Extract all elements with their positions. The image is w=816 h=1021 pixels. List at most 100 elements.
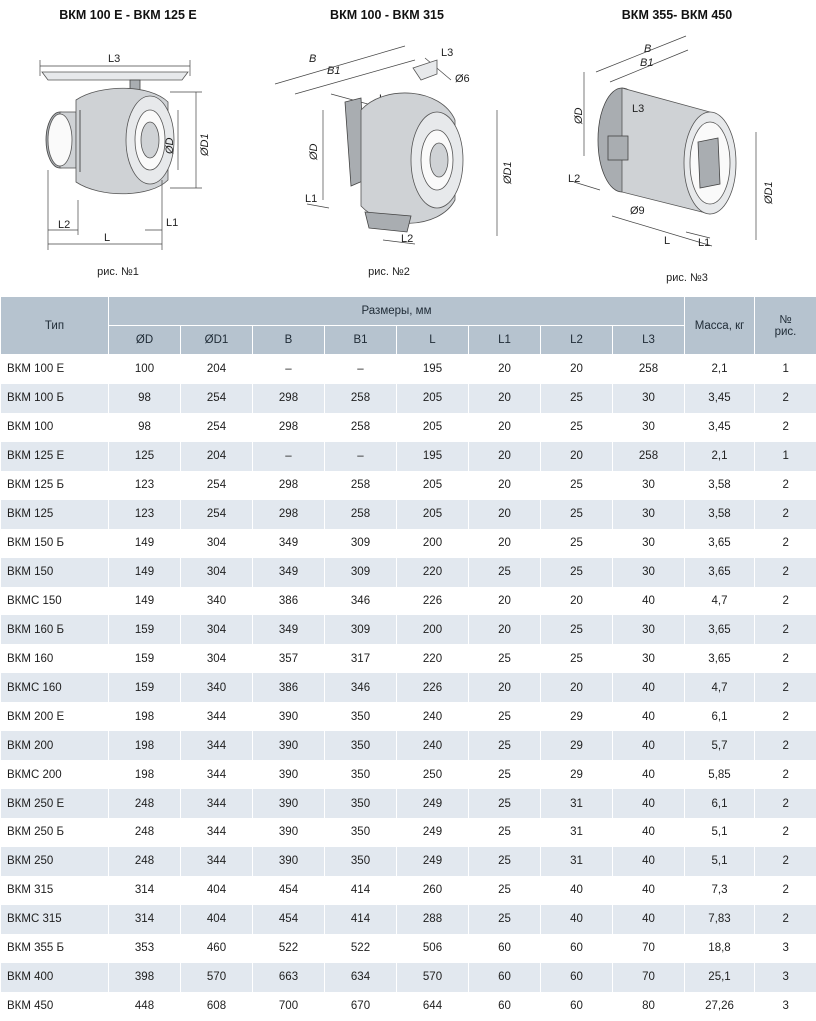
label-d: ØD (164, 137, 176, 155)
value-cell: 248 (109, 818, 181, 847)
value-cell: 198 (109, 702, 181, 731)
model-cell: ВКМ 150 (1, 558, 109, 587)
value-cell: 25 (469, 818, 541, 847)
value-cell: 344 (181, 789, 253, 818)
value-cell: 304 (181, 644, 253, 673)
value-cell: 700 (253, 992, 325, 1021)
header-column: L2 (541, 326, 613, 355)
mounting-bracket-top (413, 60, 437, 80)
value-cell: 159 (109, 615, 181, 644)
value-cell: 25 (469, 702, 541, 731)
value-cell: 454 (253, 905, 325, 934)
value-cell: 309 (325, 615, 397, 644)
value-cell: 346 (325, 587, 397, 616)
value-cell: 2 (755, 500, 816, 529)
value-cell: 258 (613, 355, 685, 384)
value-cell: 40 (613, 673, 685, 702)
value-cell: 4,7 (685, 587, 755, 616)
value-cell: 30 (613, 644, 685, 673)
value-cell: 349 (253, 529, 325, 558)
value-cell: 3,58 (685, 471, 755, 500)
value-cell: 25 (469, 558, 541, 587)
header-fig-no: № рис. (755, 297, 816, 355)
header-type: Тип (1, 297, 109, 355)
value-cell: 340 (181, 673, 253, 702)
value-cell: 248 (109, 847, 181, 876)
value-cell: 20 (469, 500, 541, 529)
value-cell: 30 (613, 500, 685, 529)
label-l2: L2 (568, 173, 580, 185)
value-cell: 3,58 (685, 500, 755, 529)
value-cell: 570 (397, 963, 469, 992)
value-cell: 249 (397, 847, 469, 876)
value-cell: 309 (325, 529, 397, 558)
value-cell: 149 (109, 587, 181, 616)
value-cell: 357 (253, 644, 325, 673)
value-cell: 258 (325, 471, 397, 500)
value-cell: 40 (613, 876, 685, 905)
value-cell: 20 (469, 673, 541, 702)
value-cell: 5,1 (685, 847, 755, 876)
value-cell: 304 (181, 529, 253, 558)
value-cell: 344 (181, 847, 253, 876)
value-cell: 20 (469, 471, 541, 500)
value-cell: 40 (541, 905, 613, 934)
figure-2-drawing: B B1 L3 Ø6 L ØD ØD1 L1 L2 (265, 40, 520, 260)
value-cell: 2 (755, 471, 816, 500)
value-cell: 298 (253, 500, 325, 529)
value-cell: 240 (397, 702, 469, 731)
value-cell: 6,1 (685, 702, 755, 731)
value-cell: 5,7 (685, 731, 755, 760)
figure-1-title: ВКМ 100 Е - ВКМ 125 Е (59, 8, 197, 22)
value-cell: 2 (755, 587, 816, 616)
value-cell: 27,26 (685, 992, 755, 1021)
value-cell: 7,83 (685, 905, 755, 934)
value-cell: 25 (541, 413, 613, 442)
value-cell: 344 (181, 818, 253, 847)
value-cell: 260 (397, 876, 469, 905)
value-cell: 40 (613, 847, 685, 876)
label-l: L (104, 232, 110, 244)
value-cell: 25 (541, 644, 613, 673)
header-column: L3 (613, 326, 685, 355)
model-cell: ВКМ 250 Е (1, 789, 109, 818)
value-cell: 250 (397, 760, 469, 789)
value-cell: 249 (397, 789, 469, 818)
value-cell: 80 (613, 992, 685, 1021)
value-cell: 350 (325, 847, 397, 876)
value-cell: 298 (253, 413, 325, 442)
value-cell: 317 (325, 644, 397, 673)
value-cell: 304 (181, 558, 253, 587)
value-cell: 346 (325, 673, 397, 702)
header-dimensions-group: Размеры, мм (109, 297, 685, 326)
value-cell: 2,1 (685, 442, 755, 471)
value-cell: 2 (755, 673, 816, 702)
value-cell: 25 (541, 500, 613, 529)
value-cell: 258 (613, 442, 685, 471)
value-cell: 220 (397, 558, 469, 587)
value-cell: 5,85 (685, 760, 755, 789)
value-cell: 20 (469, 442, 541, 471)
value-cell: 30 (613, 471, 685, 500)
figure-3-caption: рис. №3 (666, 272, 708, 284)
value-cell: 200 (397, 529, 469, 558)
value-cell: 3 (755, 992, 816, 1021)
value-cell: 70 (613, 934, 685, 963)
value-cell: 20 (541, 673, 613, 702)
header-column: B1 (325, 326, 397, 355)
value-cell: 159 (109, 644, 181, 673)
model-cell: ВКМ 315 (1, 876, 109, 905)
model-cell: ВКМ 250 Б (1, 818, 109, 847)
value-cell: 20 (541, 355, 613, 384)
